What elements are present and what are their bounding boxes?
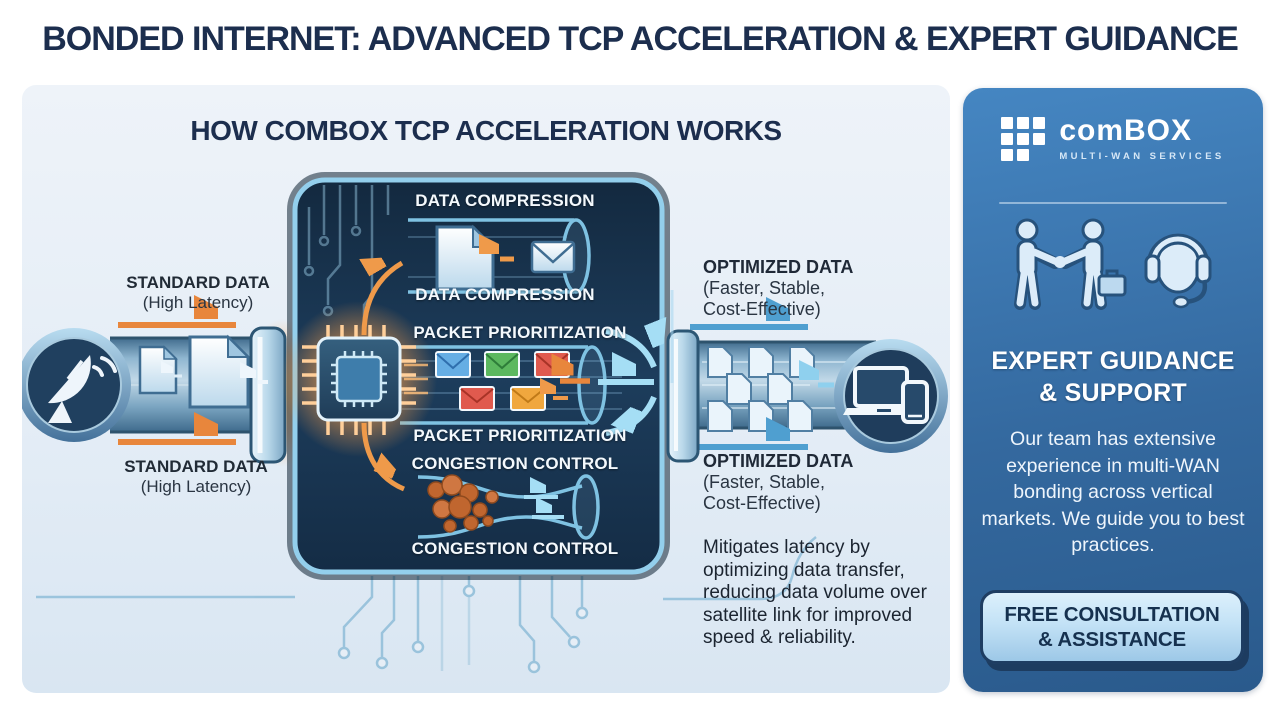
- sidebar-heading: EXPERT GUIDANCE & SUPPORT: [991, 347, 1235, 407]
- document-icon: [138, 345, 178, 395]
- diagram-panel: HOW COMBOX TCP ACCELERATION WORKS: [22, 85, 950, 693]
- compression-label-bottom: DATA COMPRESSION: [415, 285, 595, 304]
- stage-compression: [408, 218, 591, 294]
- compression-label-top: DATA COMPRESSION: [415, 191, 595, 210]
- congestion-label-bottom: CONGESTION CONTROL: [411, 539, 619, 558]
- envelope-icon: [530, 240, 576, 274]
- combox-grid-icon: [1001, 117, 1046, 161]
- satellite-dish-icon: [22, 328, 131, 442]
- sidebar-divider: [999, 202, 1227, 204]
- standard-data-label-bottom: STANDARD DATA (High Latency): [124, 457, 268, 496]
- headset-icon: [1144, 233, 1212, 309]
- combox-logo: comBOX MULTI-WAN SERVICES: [963, 116, 1263, 162]
- free-consultation-button[interactable]: FREE CONSULTATION & ASSISTANCE: [980, 590, 1244, 664]
- document-icon: [188, 334, 251, 409]
- pipe-coupling-right: [666, 329, 700, 463]
- circuit-traces-bottom: [36, 536, 817, 674]
- input-pipe: [110, 334, 260, 434]
- logo-wordmark: comBOX: [1059, 114, 1193, 147]
- latency-note: Mitigates latency by optimizing data tra…: [703, 537, 927, 648]
- standard-data-label-top: STANDARD DATA (High Latency): [126, 273, 270, 312]
- diagram-heading: HOW COMBOX TCP ACCELERATION WORKS: [190, 115, 782, 146]
- optimized-data-label-top: OPTIMIZED DATA (Faster, Stable, Cost-Eff…: [703, 257, 854, 319]
- prioritization-label-top: PACKET PRIORITIZATION: [413, 323, 627, 342]
- prioritization-label-bottom: PACKET PRIORITIZATION: [413, 426, 627, 445]
- logo-tagline: MULTI-WAN SERVICES: [1059, 151, 1225, 162]
- stage-prioritization: [400, 345, 607, 425]
- congestion-label-top: CONGESTION CONTROL: [411, 454, 619, 473]
- congestion-packets-icon: [427, 474, 499, 533]
- pipe-coupling-left: [249, 326, 287, 464]
- laptop-phone-icon: [834, 339, 948, 453]
- circuit-traces-box: [303, 185, 390, 325]
- optimized-data-label-bottom: OPTIMIZED DATA (Faster, Stable, Cost-Eff…: [703, 451, 854, 513]
- cpu-chip-icon: [302, 325, 416, 435]
- stage-congestion: [417, 474, 600, 540]
- sidebar-body-text: Our team has extensive experience in mul…: [981, 428, 1245, 556]
- handshake-icon: [1014, 218, 1127, 310]
- support-icons: [1014, 218, 1212, 310]
- sidebar-panel: comBOX MULTI-WAN SERVICES: [963, 88, 1263, 692]
- tcp-acceleration-diagram: [22, 172, 948, 674]
- page-title: BONDED INTERNET: ADVANCED TCP ACCELERATI…: [42, 20, 1239, 58]
